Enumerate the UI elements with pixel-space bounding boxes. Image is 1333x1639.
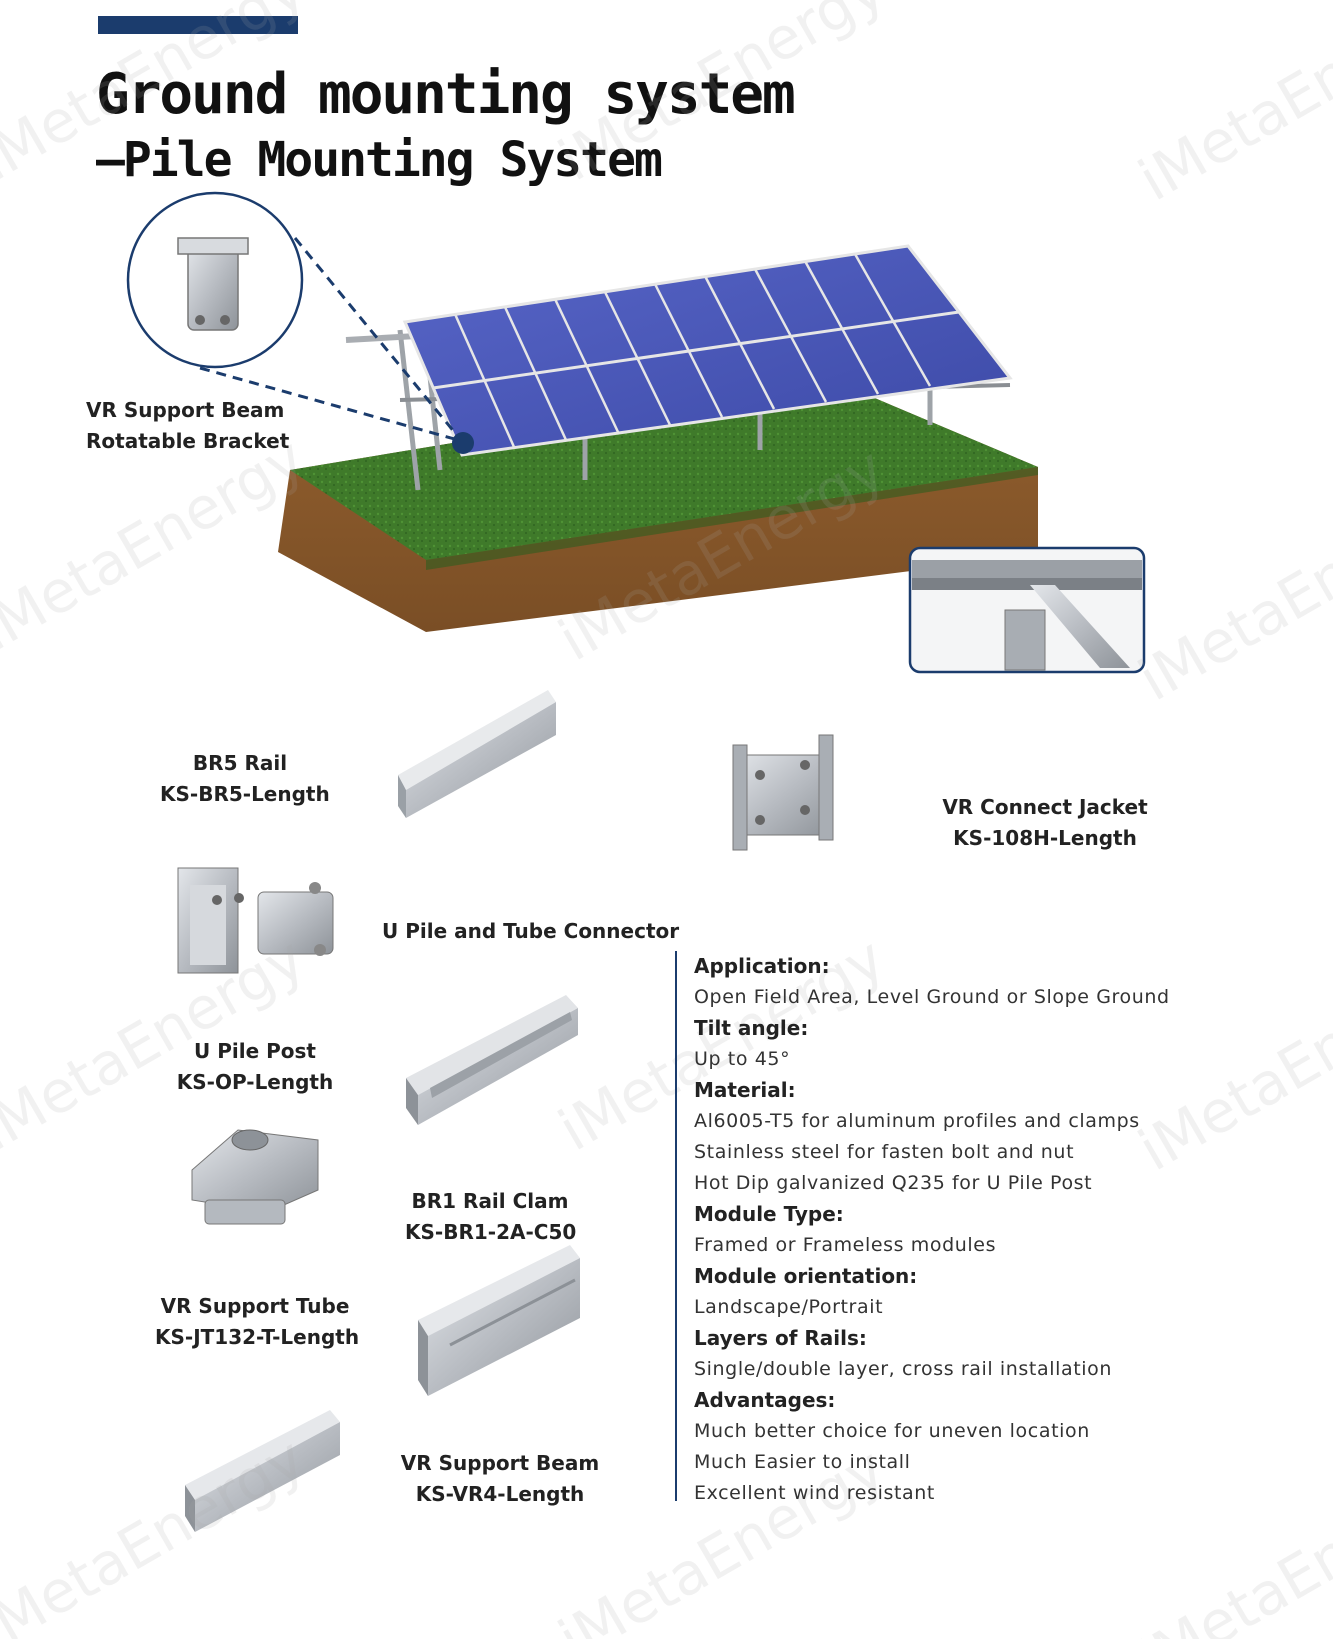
u-pile-tube-connector-label: U Pile and Tube Connector [382,916,680,947]
vr-connect-jacket-image [732,734,834,851]
br5-rail-name: BR5 Rail [192,751,288,775]
vr-support-tube-image [191,1129,319,1225]
vr-connect-jacket-code: KS-108H-Length [953,826,1137,850]
bracket-callout-label: VR Support Beam Rotatable Bracket [86,395,289,457]
spec-heading-tilt-angle: Tilt angle: [694,1016,809,1040]
u-pile-tube-connector-image [177,867,334,974]
spec-heading-layers-of-rails: Layers of Rails: [694,1326,867,1350]
page-title: Ground mounting system [96,62,796,127]
bracket-callout-line1: VR Support Beam [86,398,285,422]
spec-heading-material: Material: [694,1078,796,1102]
spec-line: Landscape/Portrait [694,1296,884,1318]
header-accent-bar [98,16,298,34]
spec-line: Much Easier to install [694,1451,911,1473]
vr-support-beam-name: VR Support Beam [400,1451,600,1475]
vr-support-beam-code: KS-VR4-Length [415,1482,585,1506]
spec-line: Framed or Frameless modules [694,1234,997,1256]
spec-line: Al6005-T5 for aluminum profiles and clam… [694,1110,1140,1132]
u-pile-tube-connector-name: U Pile and Tube Connector [382,919,680,943]
solar-array [402,244,1013,457]
br5-rail-image [398,690,556,818]
br1-rail-clam-label: BR1 Rail Clam KS-BR1-2A-C50 [405,1186,577,1248]
br5-rail-code: KS-BR5-Length [160,782,330,806]
vr-connect-jacket-label: VR Connect Jacket KS-108H-Length [930,792,1160,854]
vr-support-beam-label: VR Support Beam KS-VR4-Length [400,1448,600,1510]
vr-support-tube-label: VR Support Tube KS-JT132-T-Length [155,1291,360,1353]
br1-rail-clam-code: KS-BR1-2A-C50 [405,1220,577,1244]
spec-heading-module-type: Module Type: [694,1202,844,1226]
connection-detail-inset [908,546,1146,674]
spec-line: Single/double layer, cross rail installa… [694,1358,1113,1380]
spec-line: Hot Dip galvanized Q235 for U Pile Post [694,1172,1093,1194]
spec-line: Up to 45° [694,1048,791,1070]
spec-heading-advantages: Advantages: [694,1388,836,1412]
vr-support-beam-image [418,1245,580,1396]
spec-heading-module-orientation: Module orientation: [694,1264,918,1288]
br1-rail-clam-image [406,995,578,1125]
bracket-callout-line2: Rotatable Bracket [86,429,290,453]
spec-list: Application: Open Field Area, Level Grou… [675,951,1205,1504]
lower-rail-image [185,1410,340,1532]
spec-line: Much better choice for uneven location [694,1420,1090,1442]
spec-line: Open Field Area, Level Ground or Slope G… [694,986,1170,1008]
vr-connect-jacket-name: VR Connect Jacket [942,795,1148,819]
vr-support-tube-code: KS-JT132-T-Length [155,1325,360,1349]
vr-support-tube-name: VR Support Tube [160,1294,350,1318]
page-subtitle: —Pile Mounting System [96,132,663,188]
br5-rail-label: BR5 Rail KS-BR5-Length [160,748,330,810]
spec-line: Stainless steel for fasten bolt and nut [694,1141,1075,1163]
spec-heading-application: Application: [694,954,830,978]
u-pile-post-name: U Pile Post [194,1039,316,1063]
br1-rail-clam-name: BR1 Rail Clam [411,1189,569,1213]
spec-line: Excellent wind resistant [694,1482,935,1504]
u-pile-post-label: U Pile Post KS-OP-Length [175,1036,335,1098]
bracket-detail-callout [126,191,474,454]
u-pile-post-code: KS-OP-Length [176,1070,334,1094]
